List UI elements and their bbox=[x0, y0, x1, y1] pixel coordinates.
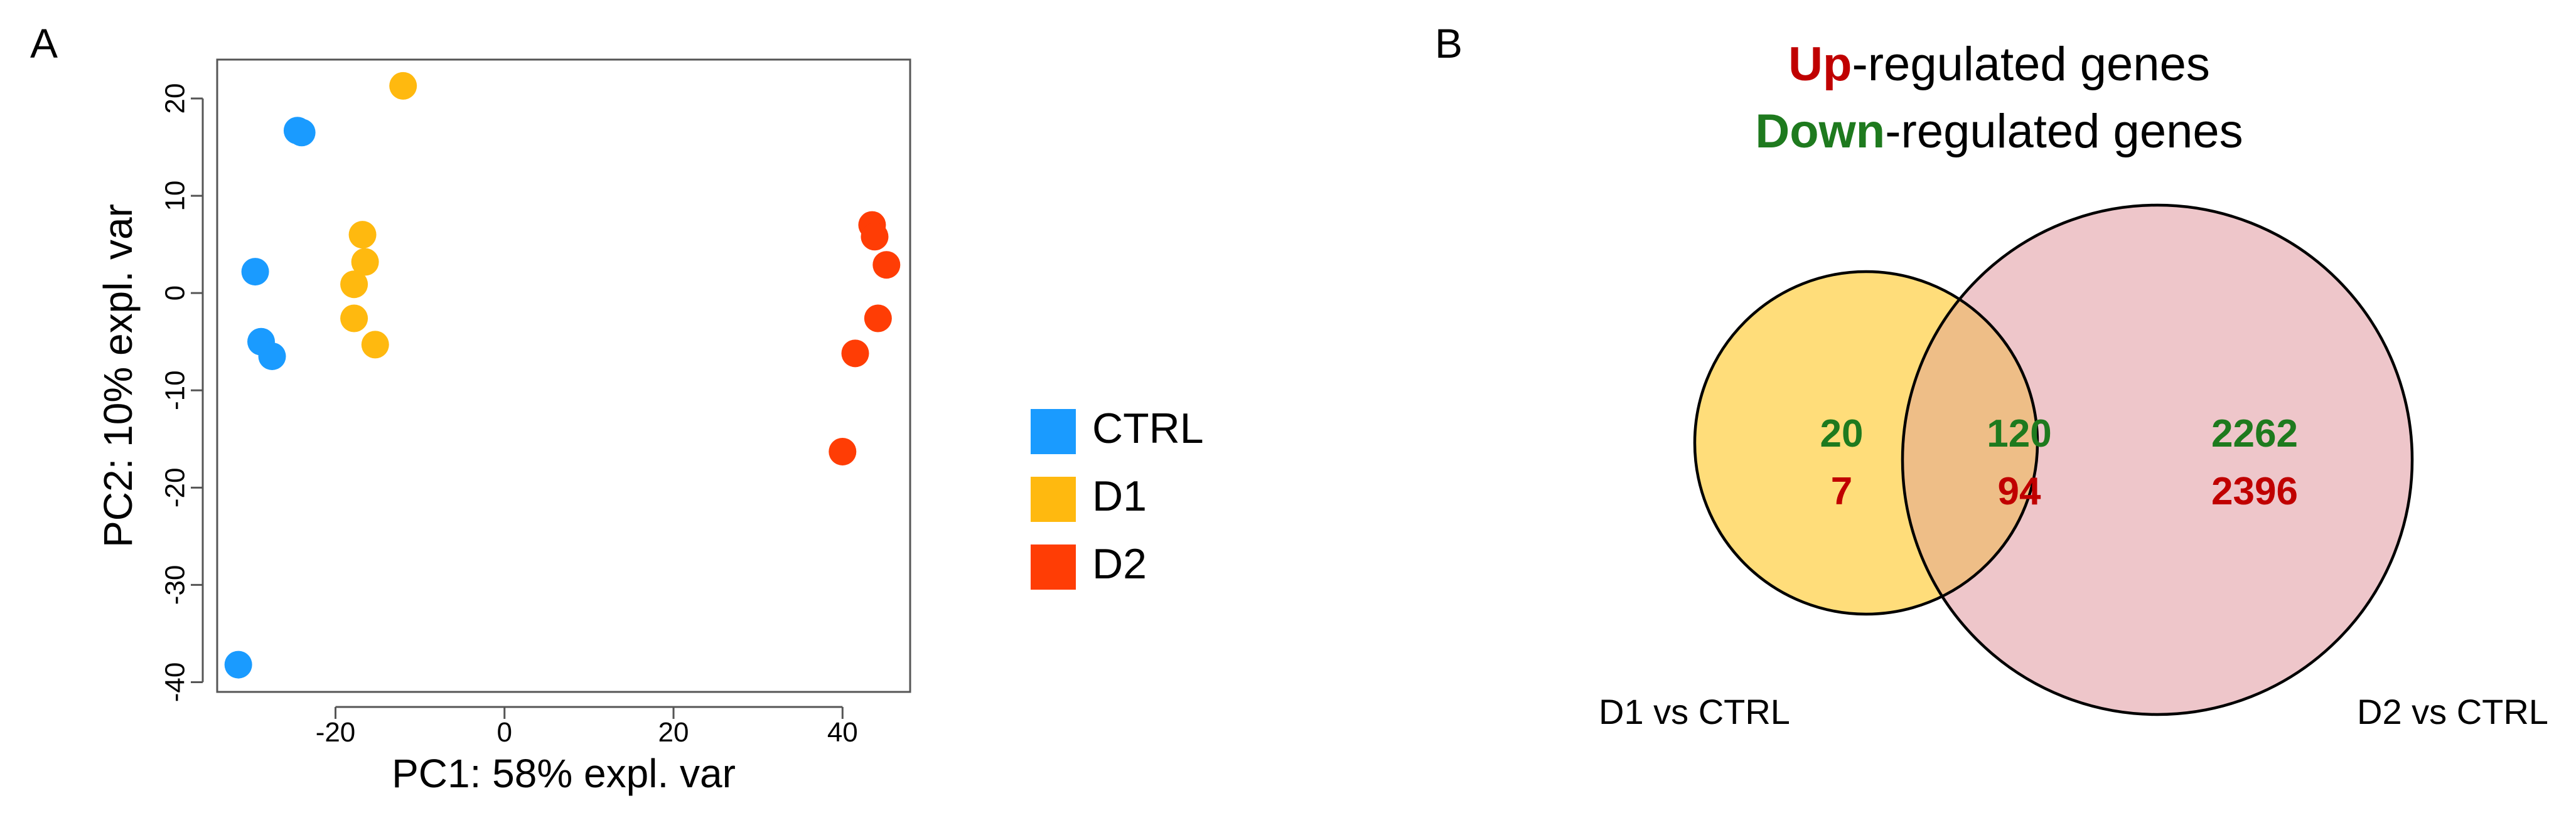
set-label-d1: D1 vs CTRL bbox=[1599, 692, 1790, 731]
legend-label-d1: D1 bbox=[1092, 472, 1147, 520]
overlap-up-count: 94 bbox=[1998, 470, 2041, 513]
data-point-ctrl bbox=[258, 342, 286, 370]
y-tick-label: -10 bbox=[160, 370, 191, 410]
venn-title-rest-down: -regulated genes bbox=[1885, 105, 2243, 158]
panel-label-a: A bbox=[30, 20, 58, 66]
data-point-d2 bbox=[829, 437, 857, 465]
venn-circle-d2 bbox=[1902, 205, 2412, 714]
venn-outline-d2 bbox=[1901, 203, 2414, 716]
data-points bbox=[224, 72, 901, 679]
legend-label-d2: D2 bbox=[1092, 540, 1147, 588]
venn-title-line-2: Down-regulated genes bbox=[1755, 105, 2243, 158]
data-point-ctrl bbox=[241, 258, 269, 286]
venn-title-line-1: Up-regulated genes bbox=[1788, 38, 2210, 91]
d2-only-up-count: 2396 bbox=[2211, 470, 2298, 513]
venn-outline-d1 bbox=[1693, 270, 2039, 616]
set-label-d2: D2 vs CTRL bbox=[2357, 692, 2548, 731]
y-tick-label: -20 bbox=[160, 468, 191, 508]
y-tick-label: -40 bbox=[160, 662, 191, 703]
y-tick-label: -30 bbox=[160, 565, 191, 605]
y-axis-label: PC2: 10% expl. var bbox=[95, 204, 141, 548]
data-point-d2 bbox=[861, 223, 889, 251]
y-tick-label: 20 bbox=[160, 83, 191, 114]
data-point-d2 bbox=[872, 251, 901, 279]
data-point-d1 bbox=[340, 270, 368, 299]
data-point-d1 bbox=[361, 331, 389, 359]
legend-swatch-d2 bbox=[1031, 544, 1076, 590]
y-axis: -40 -30 -20 -10 0 10 20 bbox=[160, 83, 204, 703]
legend-label-ctrl: CTRL bbox=[1092, 405, 1204, 452]
d2-only-down-count: 2262 bbox=[2211, 412, 2298, 455]
d1-only-down-count: 20 bbox=[1820, 412, 1864, 455]
venn-title-rest-up: -regulated genes bbox=[1852, 38, 2209, 91]
data-point-d1 bbox=[340, 304, 368, 332]
venn-title-emph-up: Up bbox=[1788, 38, 1852, 91]
data-point-d1 bbox=[389, 72, 417, 100]
legend-swatch-ctrl bbox=[1031, 409, 1076, 454]
legend-swatch-d1 bbox=[1031, 477, 1076, 522]
pca-scatter-plot: -20 0 20 40 -40 -30 -20 -10 0 10 20 PC1: 58% expl… bbox=[95, 58, 911, 796]
x-axis-label: PC1: 58% expl. var bbox=[392, 751, 736, 796]
y-tick-label: 10 bbox=[160, 181, 191, 211]
venn-diagram: Up-regulated genes Down-regulated genes … bbox=[1599, 38, 2548, 731]
x-tick-label: 40 bbox=[827, 717, 858, 748]
x-tick-label: 0 bbox=[497, 717, 512, 748]
data-point-ctrl bbox=[287, 119, 316, 147]
data-point-d2 bbox=[841, 339, 869, 368]
data-point-d1 bbox=[351, 248, 379, 276]
panel-label-b: B bbox=[1435, 20, 1462, 66]
overlap-down-count: 120 bbox=[1987, 412, 2051, 455]
data-point-d2 bbox=[864, 304, 892, 332]
x-axis: -20 0 20 40 bbox=[316, 706, 858, 748]
data-point-ctrl bbox=[224, 651, 252, 679]
y-tick-label: 0 bbox=[160, 285, 191, 300]
plot-frame bbox=[216, 58, 911, 693]
venn-title-emph-down: Down bbox=[1755, 105, 1885, 158]
x-tick-label: -20 bbox=[316, 717, 356, 748]
d1-only-up-count: 7 bbox=[1831, 470, 1852, 513]
x-tick-label: 20 bbox=[658, 717, 689, 748]
data-point-d1 bbox=[348, 221, 377, 249]
